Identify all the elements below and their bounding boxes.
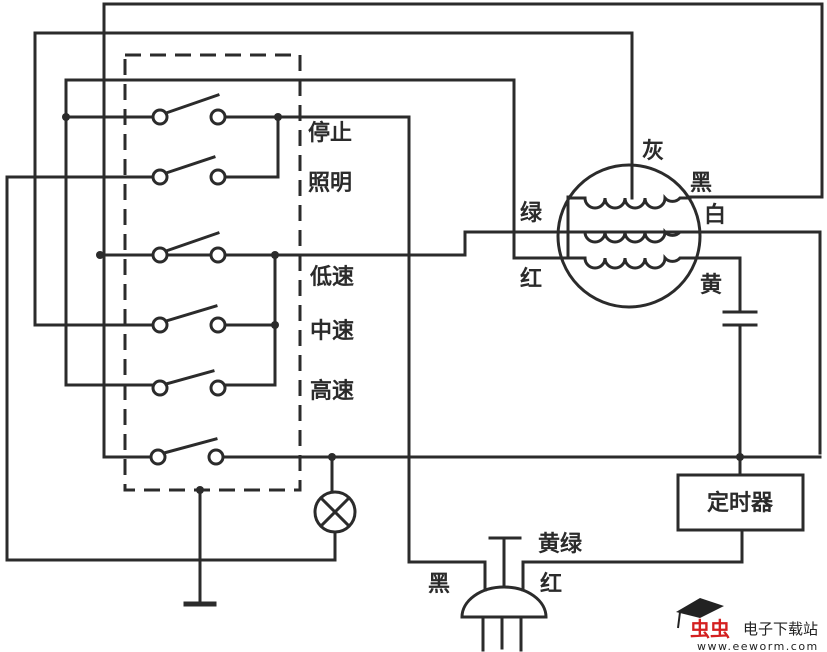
watermark-url: www.eeworm.com [697,640,819,652]
label-white: 白 [704,202,726,228]
motor [556,163,702,309]
label-mid: 中速 [310,318,354,344]
label-black: 黑 [690,171,712,196]
plug-icon [460,536,548,652]
switch-light [151,155,227,186]
timer-box [676,473,805,532]
label-plug-yellow-green: 黄绿 [538,531,583,557]
switch-low [151,231,227,264]
label-green: 绿 [520,200,543,226]
watermark-site: 电子下载站 [743,620,818,638]
watermark-logo: 虫虫 [690,617,730,641]
grad-cap-icon [676,598,724,618]
switch-mid [151,304,227,334]
label-stop: 停止 [308,120,352,146]
switch-box-outline [123,53,302,492]
labels: 停止 照明 低速 中速 高速 灰 黑 绿 白 红 黄 黄绿 黑 红 [308,120,726,597]
watermark: 虫虫 电子下载站 www.eeworm.com [676,598,819,652]
label-low: 低速 [309,264,354,290]
switch-high [151,369,227,397]
label-yellow: 黄 [700,273,722,298]
label-high: 高速 [310,378,354,404]
label-plug-red: 红 [540,571,562,597]
junction-dots [62,113,744,494]
switches [149,93,227,466]
capacitor-icon [722,310,758,327]
switch-stop [151,93,227,126]
label-red: 红 [520,266,542,292]
label-gray: 灰 [642,138,664,164]
label-plug-black: 黑 [428,572,450,597]
lamp-icon [313,490,357,534]
wires [5,2,824,607]
switch-power [149,437,225,466]
label-light: 照明 [308,171,352,196]
timer-label: 定时器 [707,490,774,516]
